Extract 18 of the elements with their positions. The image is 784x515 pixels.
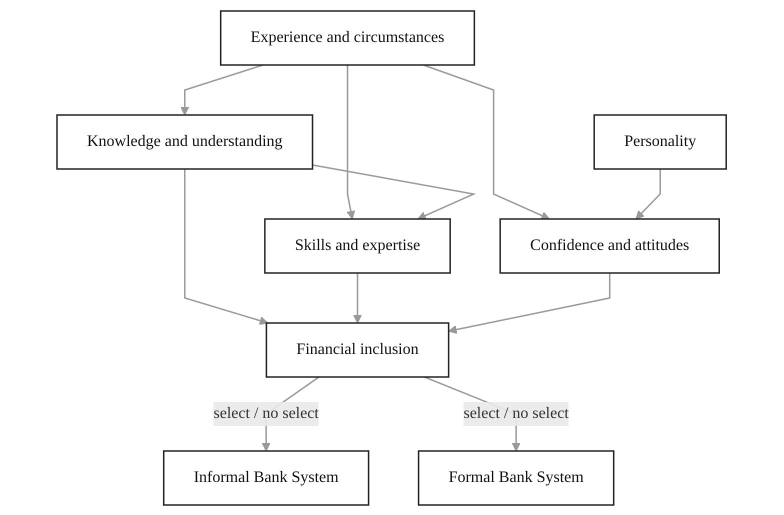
arrow [312, 164, 477, 220]
arrow [346, 64, 356, 219]
arrow [184, 168, 269, 324]
arrow [448, 272, 611, 334]
arrow [636, 168, 662, 219]
arrow [180, 64, 264, 115]
node-box: Formal Bank System [418, 450, 615, 506]
node-box: Experience and circumstances [220, 10, 476, 66]
node-box: Confidence and attitudes [500, 218, 720, 274]
arrow [354, 272, 362, 323]
arrow [424, 64, 550, 220]
node-box: Skills and expertise [264, 218, 452, 274]
node-box: Personality [594, 114, 728, 170]
node-box: Financial inclusion [266, 322, 450, 378]
node-box: Informal Bank System [163, 450, 370, 506]
edge-label: select / no select [464, 404, 570, 422]
edge-label: select / no select [214, 404, 320, 422]
node-box: Knowledge and understanding [56, 114, 314, 170]
